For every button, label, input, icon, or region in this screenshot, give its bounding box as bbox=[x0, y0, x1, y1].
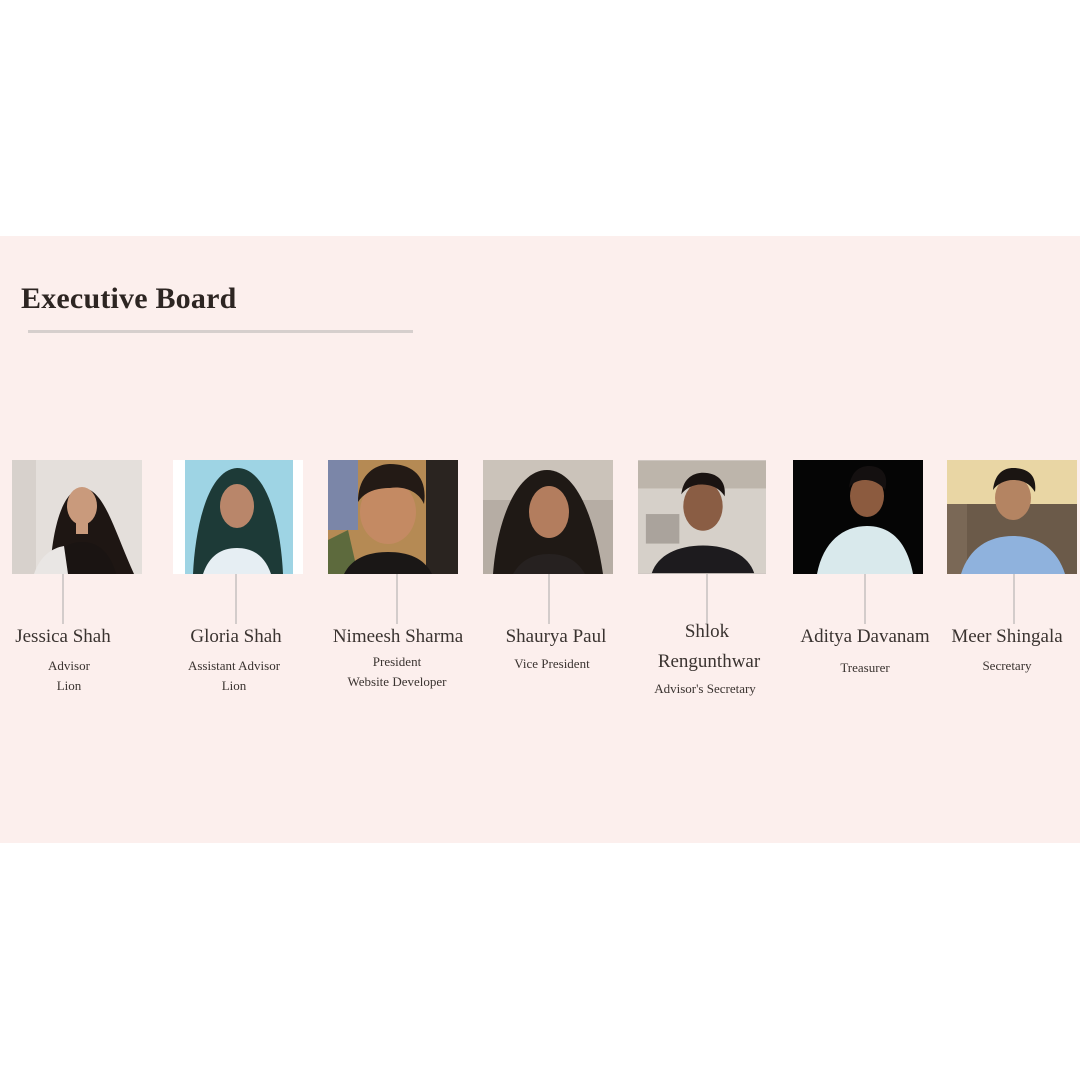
person-photo-icon bbox=[947, 460, 1077, 574]
member-role-secondary: Lion bbox=[221, 678, 247, 693]
executive-board-section: Executive Board Jessica Shah Advisor Lio… bbox=[0, 236, 1080, 843]
member-photo bbox=[793, 460, 923, 574]
org-connector-line bbox=[396, 574, 398, 624]
org-connector-line bbox=[1013, 574, 1015, 624]
member-name: Shaurya Paul bbox=[505, 626, 607, 647]
member-role-secondary: Website Developer bbox=[347, 674, 447, 689]
section-title: Executive Board bbox=[21, 282, 237, 315]
member-role: Advisor bbox=[48, 658, 90, 673]
member-role: Treasurer bbox=[840, 660, 890, 675]
member-name: Meer Shingala bbox=[951, 626, 1063, 647]
org-connector-line bbox=[62, 574, 64, 624]
member-name: Jessica Shah bbox=[15, 626, 111, 647]
member-photo bbox=[483, 460, 613, 574]
person-photo-icon bbox=[793, 460, 923, 574]
member-photo bbox=[12, 460, 142, 574]
member-role: Vice President bbox=[514, 656, 590, 671]
person-photo-icon bbox=[638, 460, 766, 574]
member-name: Aditya Davanam bbox=[800, 626, 930, 647]
person-photo-icon bbox=[483, 460, 613, 574]
member-photo bbox=[173, 460, 303, 574]
member-name: Shlok bbox=[684, 621, 730, 642]
member-role: Advisor's Secretary bbox=[654, 681, 756, 696]
member-name-secondary: Rengunthwar bbox=[657, 651, 761, 672]
member-name: Nimeesh Sharma bbox=[332, 626, 464, 647]
member-role: Assistant Advisor bbox=[187, 658, 281, 673]
member-photo bbox=[328, 460, 458, 574]
title-divider bbox=[28, 330, 413, 333]
member-name: Gloria Shah bbox=[190, 626, 282, 647]
org-connector-line bbox=[235, 574, 237, 624]
org-connector-line bbox=[864, 574, 866, 624]
person-photo-icon bbox=[12, 460, 142, 574]
member-photo bbox=[947, 460, 1077, 574]
org-connector-line bbox=[706, 574, 708, 624]
person-photo-icon bbox=[173, 460, 303, 574]
org-connector-line bbox=[548, 574, 550, 624]
member-role: Secretary bbox=[982, 658, 1032, 673]
member-role-secondary: Lion bbox=[56, 678, 82, 693]
person-photo-icon bbox=[328, 460, 458, 574]
member-photo bbox=[638, 460, 766, 574]
member-role: President bbox=[372, 654, 422, 669]
